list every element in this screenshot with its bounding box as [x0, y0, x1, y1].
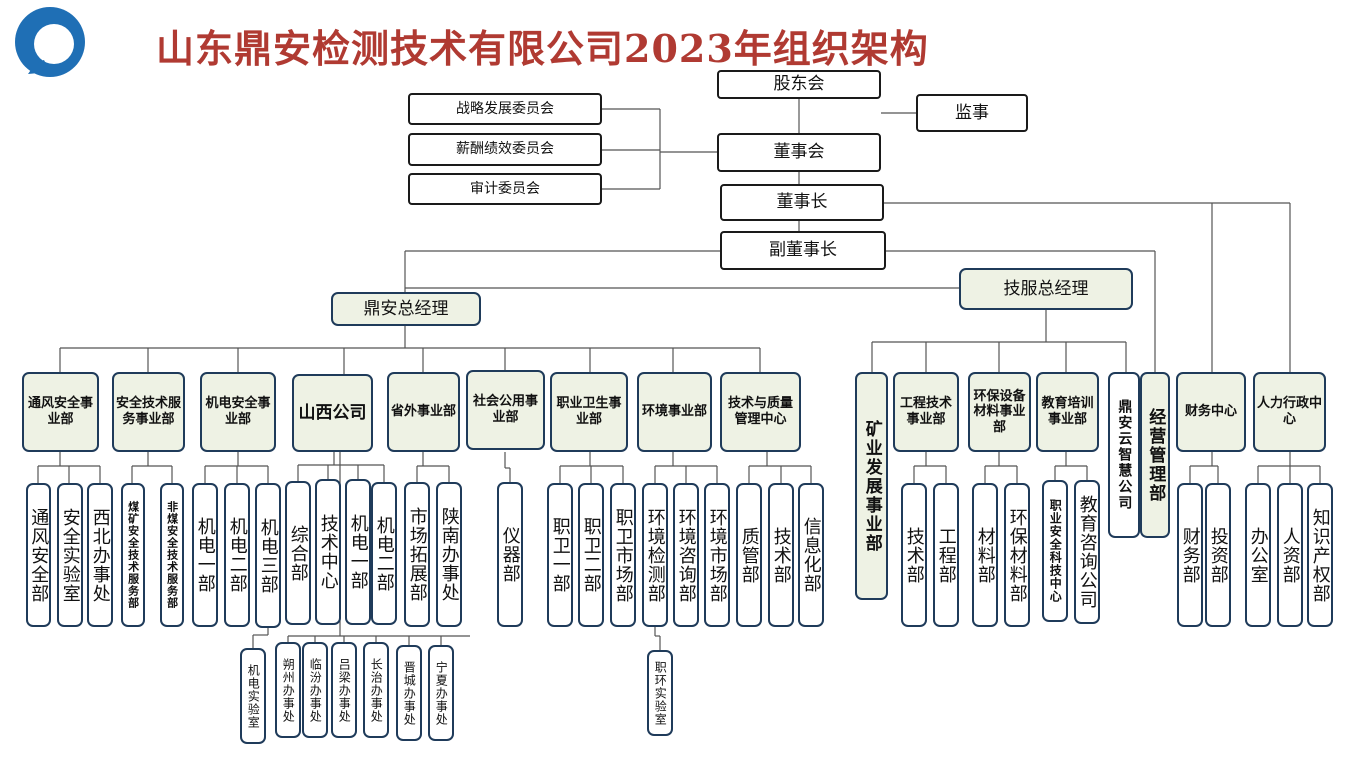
subdept-safety-lab: 安全实验室: [57, 483, 83, 627]
committee-audit-node: 审计委员会: [408, 173, 602, 205]
subdept-shanxi-general: 综合部: [285, 481, 311, 625]
subdept-technology: 技术部: [768, 483, 794, 627]
operations-dept-node: 经营管理部: [1140, 372, 1170, 538]
board-node: 董事会: [717, 133, 881, 172]
office-jincheng: 晋城办事处: [396, 645, 422, 741]
subdept-northwest-office: 西北办事处: [87, 483, 113, 627]
subdept-noncoal-safety-service: 非煤安全技术服务部: [160, 483, 184, 627]
vice-chairman-node: 副董事长: [720, 231, 886, 270]
subdept-intellectual-property: 知识产权部: [1307, 483, 1333, 627]
subdept-occ-safety-tech-center: 职业安全科技中心: [1042, 480, 1068, 622]
subdept-finance: 财务部: [1177, 483, 1203, 627]
committee-strategy-node: 战略发展委员会: [408, 93, 602, 125]
subdept-edu-consulting: 教育咨询公司: [1074, 480, 1100, 624]
division-safety-tech: 安全技术服务事业部: [112, 372, 185, 452]
subdept-electromech-1: 机电一部: [192, 483, 218, 627]
subdept-electromech-3: 机电三部: [255, 483, 281, 628]
division-electromech: 机电安全事业部: [200, 372, 276, 452]
office-shuozhou: 朔州办事处: [275, 642, 301, 738]
subdept-coal-safety-service: 煤矿安全技术服务部: [121, 483, 145, 627]
division-env-materials: 环保设备材料事业部: [968, 372, 1031, 452]
division-environment: 环境事业部: [637, 372, 712, 452]
company-logo-icon: [15, 7, 85, 77]
division-mining: 矿业发展事业部: [855, 372, 888, 600]
subdept-occ-env-lab: 职环实验室: [647, 650, 673, 736]
subdept-env-testing: 环境检测部: [642, 483, 668, 627]
subdept-env-market: 环境市场部: [704, 483, 730, 627]
subdept-occ-health-1: 职卫一部: [547, 483, 573, 627]
shareholders-node: 股东会: [717, 70, 881, 99]
subdept-shanxi-electromech-1: 机电一部: [345, 479, 371, 625]
jifu-gm-node: 技服总经理: [959, 268, 1133, 310]
subdept-quality-mgmt: 质管部: [736, 483, 762, 627]
subdept-investment: 投资部: [1205, 483, 1231, 627]
division-engineering: 工程技术事业部: [893, 372, 959, 452]
cloud-company-node: 鼎安云智慧公司: [1108, 372, 1140, 538]
subdept-occ-health-market: 职卫市场部: [610, 483, 636, 627]
subdept-env-consulting: 环境咨询部: [673, 483, 699, 627]
page-title: 山东鼎安检测技术有限公司2023年组织架构: [156, 26, 929, 71]
division-tech-quality: 技术与质量管理中心: [720, 372, 801, 452]
subdept-electromech-lab: 机电实验室: [240, 648, 266, 744]
subdept-informatization: 信息化部: [798, 483, 824, 627]
division-occupational-health: 职业卫生事业部: [550, 372, 628, 452]
subdept-shaannan-office: 陕南办事处: [436, 482, 462, 627]
division-outside-province: 省外事业部: [387, 372, 460, 452]
division-shanxi: 山西公司: [292, 374, 373, 452]
subdept-materials: 材料部: [972, 483, 998, 627]
subdept-human-resources: 人资部: [1277, 483, 1303, 627]
office-lvliang: 吕梁办事处: [331, 642, 357, 738]
subdept-shanxi-electromech-2: 机电二部: [371, 482, 397, 625]
subdept-env-materials: 环保材料部: [1004, 483, 1030, 627]
subdept-ventilation-safety: 通风安全部: [26, 483, 51, 627]
subdept-eng-technology: 技术部: [901, 483, 927, 627]
subdept-market-expansion: 市场拓展部: [404, 482, 430, 627]
supervisor-node: 监事: [916, 94, 1028, 132]
subdept-engineering: 工程部: [933, 483, 959, 627]
subdept-office: 办公室: [1245, 483, 1271, 627]
office-ningxia: 宁夏办事处: [428, 645, 454, 741]
subdept-electromech-2: 机电二部: [224, 483, 250, 627]
subdept-shanxi-tech-center: 技术中心: [315, 479, 341, 625]
division-education: 教育培训事业部: [1036, 372, 1099, 452]
dingan-gm-node: 鼎安总经理: [331, 292, 481, 326]
division-finance: 财务中心: [1176, 372, 1246, 452]
committee-compensation-node: 薪酬绩效委员会: [408, 133, 602, 166]
subdept-occ-health-2: 职卫二部: [578, 483, 604, 627]
subdept-instruments: 仪器部: [497, 482, 523, 627]
chairman-node: 董事长: [720, 184, 884, 221]
division-public-utility: 社会公用事业部: [466, 370, 545, 450]
division-hr: 人力行政中心: [1253, 372, 1326, 452]
division-ventilation: 通风安全事业部: [22, 372, 99, 452]
office-changzhi: 长治办事处: [363, 642, 389, 738]
office-linfen: 临汾办事处: [302, 642, 328, 738]
